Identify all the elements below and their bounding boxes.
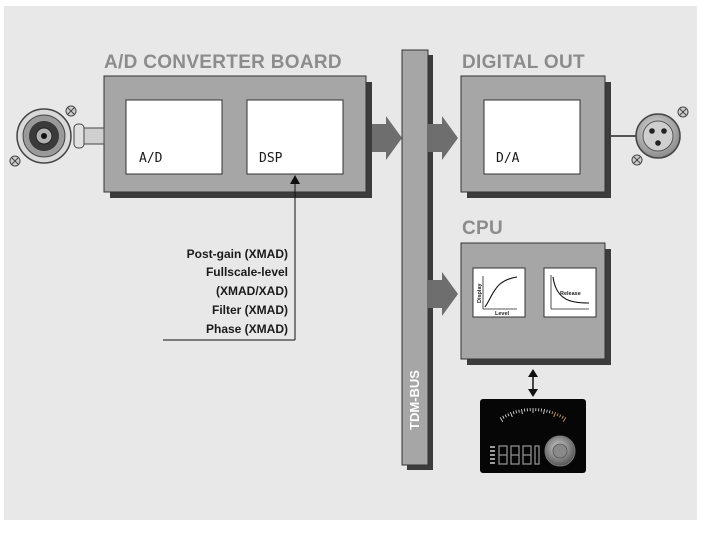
display-level-graph: Display Level [473,268,525,317]
tdm-bus: TDM-BUS [402,50,433,470]
level-axis-label: Level [495,311,510,317]
dsp-block-label: DSP [259,151,283,166]
ad-board-title: A/D CONVERTER BOARD [104,52,342,73]
screw-icon [66,106,76,116]
digital-out-board: D/A [461,76,611,198]
ad-converter-board: A/D DSP [104,76,372,198]
cpu-board: Display Level Release [461,243,611,365]
release-graph: Release [544,268,596,317]
da-block-label: D/A [496,151,520,166]
digital-out-title: DIGITAL OUT [462,52,585,73]
dsp-param-fullscale-level: Fullscale-level [206,265,288,279]
meter-display-device [480,399,586,473]
dsp-param-post-gain: Post-gain (XMAD) [187,247,288,261]
release-label: Release [560,291,581,297]
display-axis-label: Display [477,282,483,303]
rotary-knob-icon [545,436,575,466]
tdm-bus-label: TDM-BUS [407,370,422,430]
cpu-title: CPU [462,218,503,239]
dsp-param-fullscale-units: (XMAD/XAD) [216,284,288,298]
screw-icon [632,155,642,165]
dsp-param-filter: Filter (XMAD) [212,303,288,317]
ad-block-label: A/D [139,151,163,166]
screw-icon [678,107,688,117]
screw-icon [10,156,20,166]
dsp-param-phase: Phase (XMAD) [206,322,288,336]
